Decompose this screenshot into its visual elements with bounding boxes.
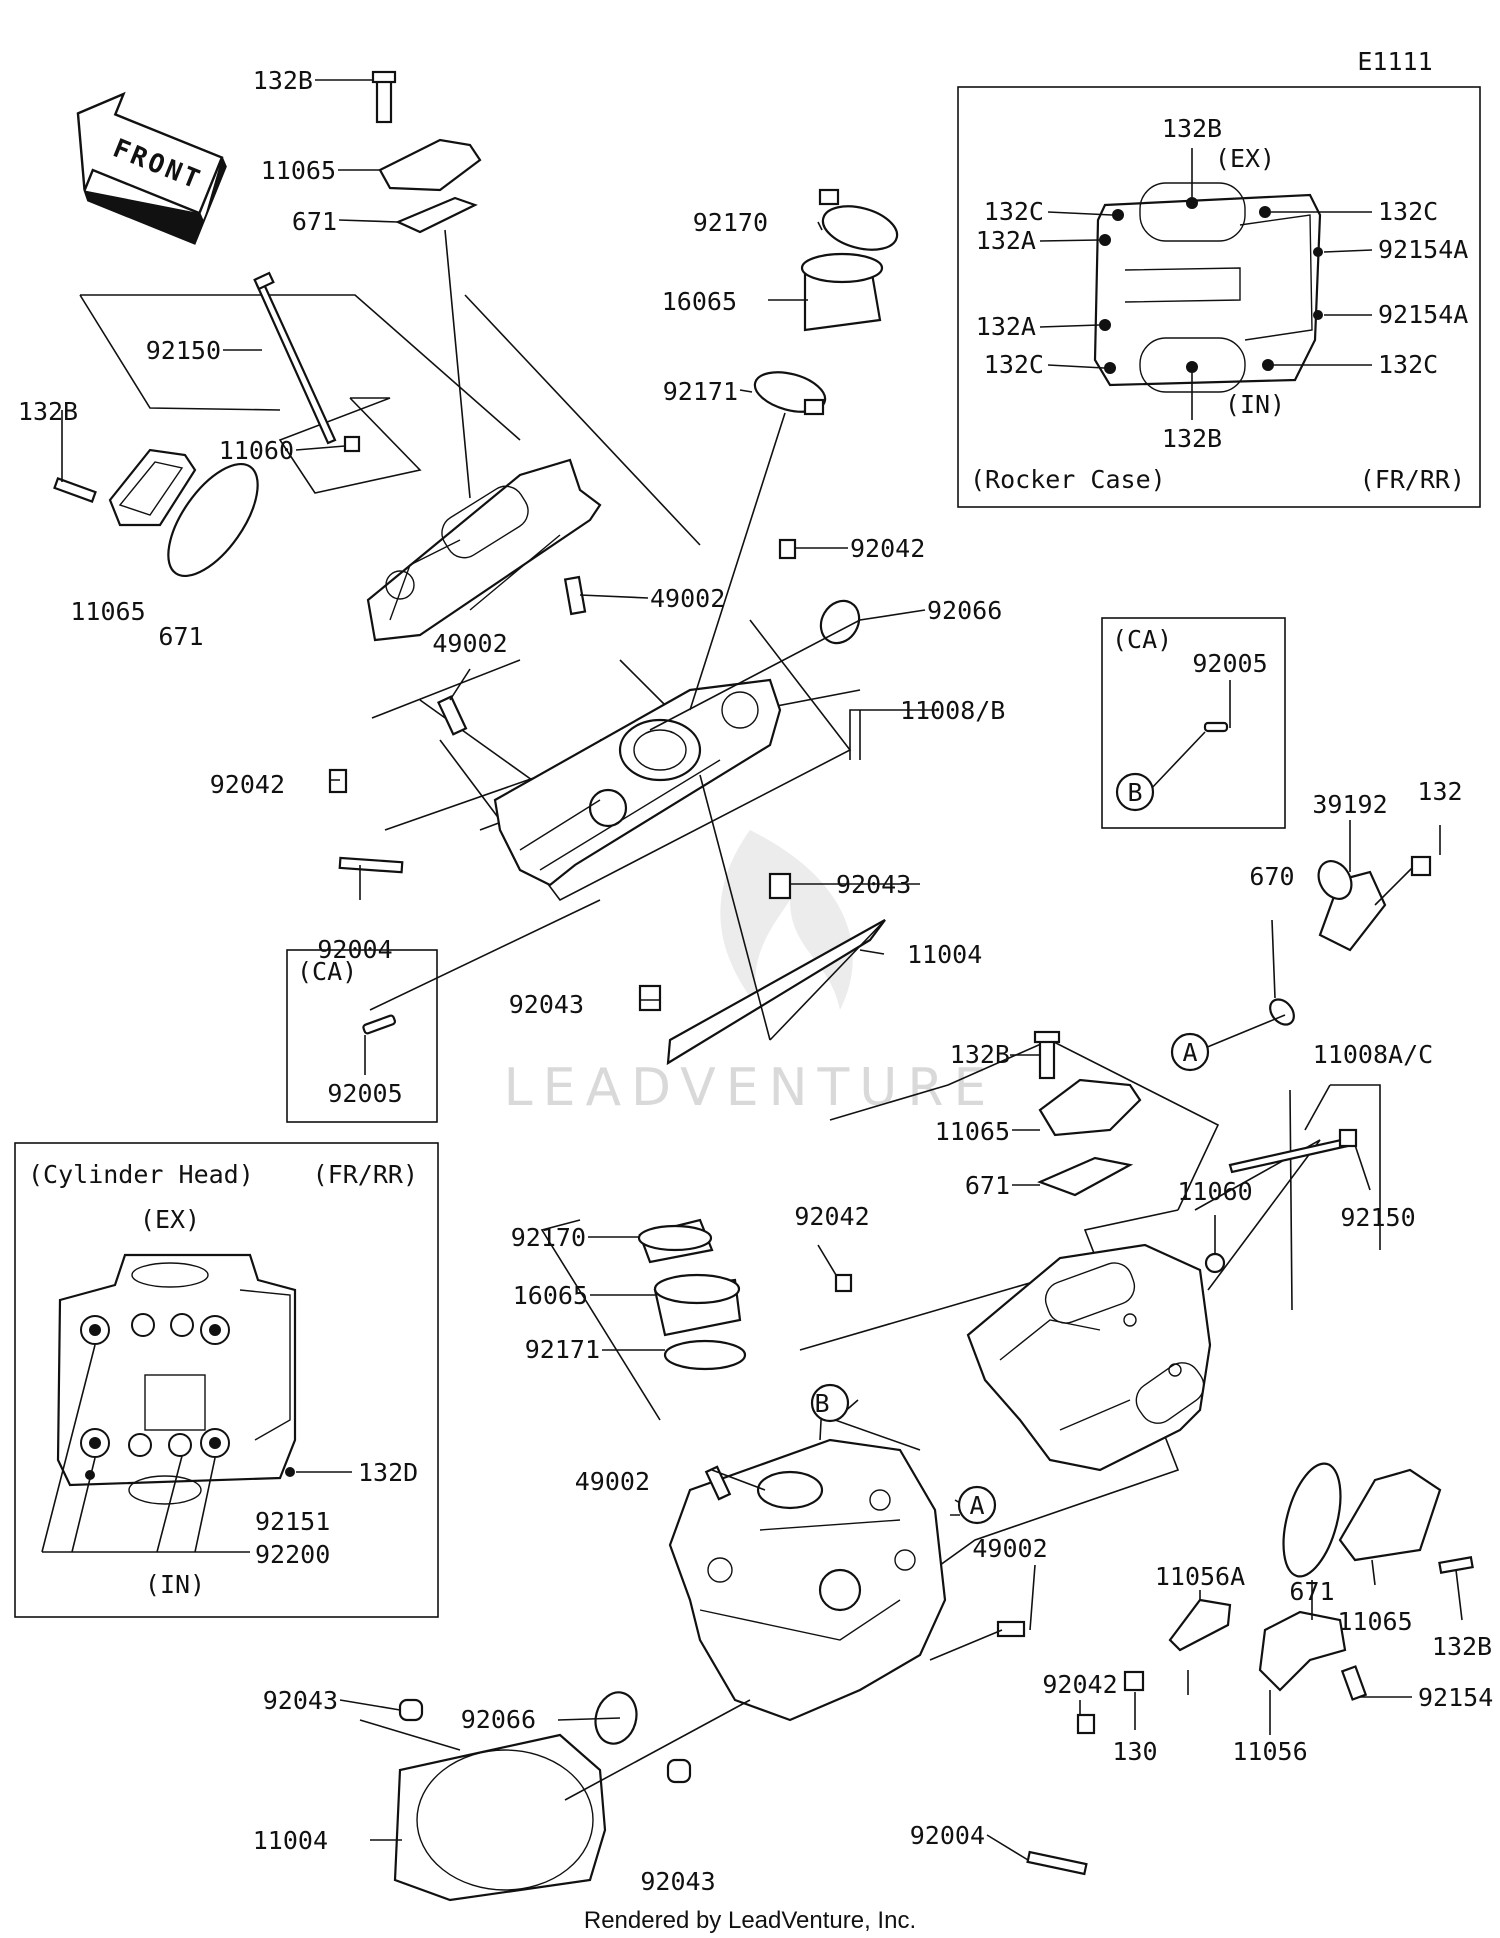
part-label: 11060	[219, 436, 294, 465]
part-label: 11060	[1177, 1177, 1252, 1206]
part-label: 671	[292, 207, 337, 236]
part-label: 132B	[1432, 1632, 1492, 1661]
rocker-label-132c-ll: 132C	[984, 350, 1044, 379]
part-label: 92042	[210, 770, 285, 799]
ca-top-part: 92005	[1192, 649, 1267, 678]
drawing-code: E1111	[1357, 47, 1432, 76]
part-label: 130	[1112, 1737, 1157, 1766]
callout-a-breather: A	[1182, 1038, 1197, 1067]
ca-left-part: 92005	[327, 1079, 402, 1108]
cylinder-inset-in: (IN)	[145, 1570, 205, 1599]
cylinder-label-132d: 132D	[358, 1458, 418, 1487]
part-label: 92066	[927, 596, 1002, 625]
part-label: 92171	[525, 1335, 600, 1364]
part-label: 132B	[253, 66, 313, 95]
part-label: 11004	[253, 1826, 328, 1855]
part-label: 92043	[263, 1686, 338, 1715]
cylinder-inset-pos: (FR/RR)	[313, 1160, 418, 1189]
part-label: 11008A/C	[1313, 1040, 1433, 1069]
part-label: 92154	[1418, 1683, 1493, 1712]
part-label: 16065	[662, 287, 737, 316]
rocker-inset-pos: (FR/RR)	[1360, 465, 1465, 494]
rocker-label-132b-top: 132B	[1162, 114, 1222, 143]
rocker-inset-in: (IN)	[1225, 390, 1285, 419]
part-label: 92042	[850, 534, 925, 563]
part-label: 92004	[910, 1821, 985, 1850]
upper-assembly	[53, 70, 938, 1066]
cylinder-inset-title: (Cylinder Head)	[28, 1160, 254, 1189]
part-label: 671	[1289, 1577, 1334, 1606]
cylinder-inset-ex: (EX)	[140, 1205, 200, 1234]
part-label: 11065	[935, 1117, 1010, 1146]
part-label: 92043	[836, 870, 911, 899]
rocker-inset-ex: (EX)	[1215, 144, 1275, 173]
part-label: 92150	[1340, 1203, 1415, 1232]
rocker-label-132a-upper: 132A	[976, 226, 1036, 255]
watermark-text: LEADVENTURE	[504, 1058, 997, 1118]
part-label: 132B	[950, 1040, 1010, 1069]
part-label: 92066	[461, 1705, 536, 1734]
part-label: 670	[1249, 862, 1294, 891]
part-label: 11056	[1232, 1737, 1307, 1766]
part-label: 39192	[1312, 790, 1387, 819]
part-label: 132B	[18, 397, 78, 426]
rocker-label-132c-ul: 132C	[984, 197, 1044, 226]
part-label: 92043	[509, 990, 584, 1019]
callout-b-lower: B	[814, 1389, 829, 1418]
cylinder-label-92200: 92200	[255, 1540, 330, 1569]
part-label: 49002	[575, 1467, 650, 1496]
part-label: 92150	[146, 336, 221, 365]
part-label: 92171	[663, 377, 738, 406]
part-label: 92043	[640, 1867, 715, 1896]
ca-top-title: (CA)	[1112, 625, 1172, 654]
part-label: 132	[1417, 777, 1462, 806]
part-label: 92004	[317, 935, 392, 964]
rocker-label-92154a-lower: 92154A	[1378, 300, 1468, 329]
part-label: 11056A	[1155, 1562, 1245, 1591]
part-label: 11065	[1337, 1607, 1412, 1636]
ca-box-top: (CA) 92005 B	[1101, 617, 1286, 829]
part-labels: 132B 11065 671 92170 16065 92171 92150 1…	[18, 66, 1493, 1896]
callout-a-lower: A	[969, 1491, 984, 1520]
footer-credit: Rendered by LeadVenture, Inc.	[584, 1907, 916, 1934]
lower-assembly	[339, 1030, 1474, 1902]
rocker-label-132b-bottom: 132B	[1162, 424, 1222, 453]
part-label: 11065	[261, 156, 336, 185]
cylinder-head-inset: (Cylinder Head) (FR/RR) (EX) (IN) 132D 9…	[14, 1142, 439, 1618]
ca-left-title: (CA)	[297, 957, 357, 986]
part-label: 49002	[650, 584, 725, 613]
front-arrow-icon: FRONT	[76, 91, 227, 245]
rocker-label-92154a-upper: 92154A	[1378, 235, 1468, 264]
ca-box-left: (CA) 92005	[286, 949, 438, 1123]
rocker-case-inset: (Rocker Case) (FR/RR) (EX) (IN) 132B 132…	[957, 86, 1481, 508]
part-label: 92042	[1042, 1670, 1117, 1699]
callout-b-ca: B	[1127, 778, 1142, 807]
part-label: 92042	[794, 1202, 869, 1231]
part-label: 49002	[972, 1534, 1047, 1563]
part-label: 49002	[432, 629, 507, 658]
part-label: 11008/B	[900, 696, 1005, 725]
rocker-label-132c-lr: 132C	[1378, 350, 1438, 379]
part-label: 671	[965, 1171, 1010, 1200]
part-label: 671	[158, 622, 203, 651]
part-label: 11065	[70, 597, 145, 626]
part-label: 92170	[511, 1223, 586, 1252]
rocker-label-132c-ur: 132C	[1378, 197, 1438, 226]
rocker-inset-title: (Rocker Case)	[970, 465, 1166, 494]
part-label: 16065	[513, 1281, 588, 1310]
rocker-label-132a-lower: 132A	[976, 312, 1036, 341]
watermark: LEADVENTURE	[504, 830, 997, 1118]
cylinder-label-92151: 92151	[255, 1507, 330, 1536]
part-label: 92170	[693, 208, 768, 237]
breather-group	[1170, 820, 1441, 1072]
part-label: 11004	[907, 940, 982, 969]
